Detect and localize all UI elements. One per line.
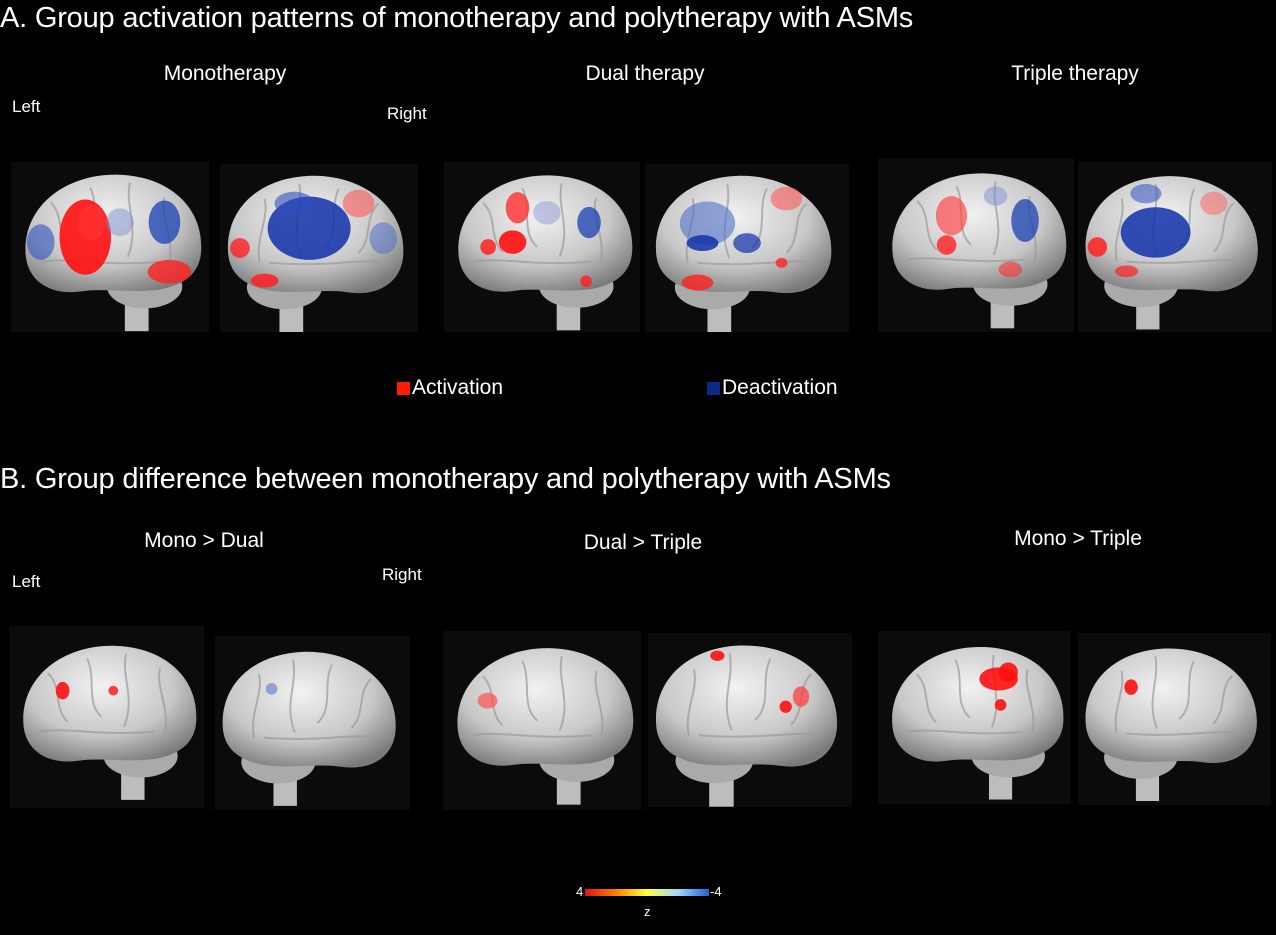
brain-image-dual-triple-left — [443, 631, 641, 810]
brain-image-mono-triple-right — [1078, 633, 1271, 805]
panel-title-mono-gt-triple: Mono > Triple — [1014, 527, 1142, 550]
activation-swatch — [397, 381, 410, 395]
colorbar-min-label: 4 — [576, 884, 584, 899]
left-hemisphere-label-b: Left — [12, 572, 41, 591]
brain-image-triple-right — [1078, 162, 1272, 332]
section-b-title: B. Group difference between monotherapy … — [0, 463, 891, 495]
legend-activation: Activation — [397, 376, 503, 400]
legend-deactivation-label: Deactivation — [722, 376, 838, 399]
legend-deactivation: Deactivation — [707, 376, 838, 400]
panel-title-triple-therapy: Triple therapy — [1011, 62, 1139, 85]
brain-image-dual-triple-right — [648, 633, 852, 807]
panel-title-monotherapy: Monotherapy — [163, 62, 287, 85]
brain-image-triple-left — [878, 158, 1074, 332]
right-hemisphere-label: Right — [387, 104, 427, 123]
brain-image-mono-dual-right — [215, 636, 410, 810]
colorbar-axis-label: z — [644, 904, 651, 919]
deactivation-swatch — [707, 381, 720, 395]
right-hemisphere-label-b: Right — [382, 565, 422, 584]
brain-image-mono-dual-left — [9, 626, 204, 808]
panel-title-dual-gt-triple: Dual > Triple — [583, 531, 703, 554]
section-a-title: A. Group activation patterns of monother… — [0, 2, 914, 34]
panel-title-mono-gt-dual: Mono > Dual — [144, 529, 264, 552]
colorbar-max-label: -4 — [710, 884, 722, 899]
brain-image-mono-right — [220, 164, 418, 332]
brain-image-dual-right — [645, 164, 849, 332]
brain-image-mono-triple-left — [878, 631, 1071, 804]
brain-image-dual-left — [444, 162, 640, 332]
colorbar — [585, 889, 709, 896]
legend-activation-label: Activation — [412, 376, 504, 399]
left-hemisphere-label: Left — [12, 97, 41, 116]
panel-title-dual-therapy: Dual therapy — [585, 62, 705, 85]
brain-image-mono-left — [11, 162, 209, 332]
